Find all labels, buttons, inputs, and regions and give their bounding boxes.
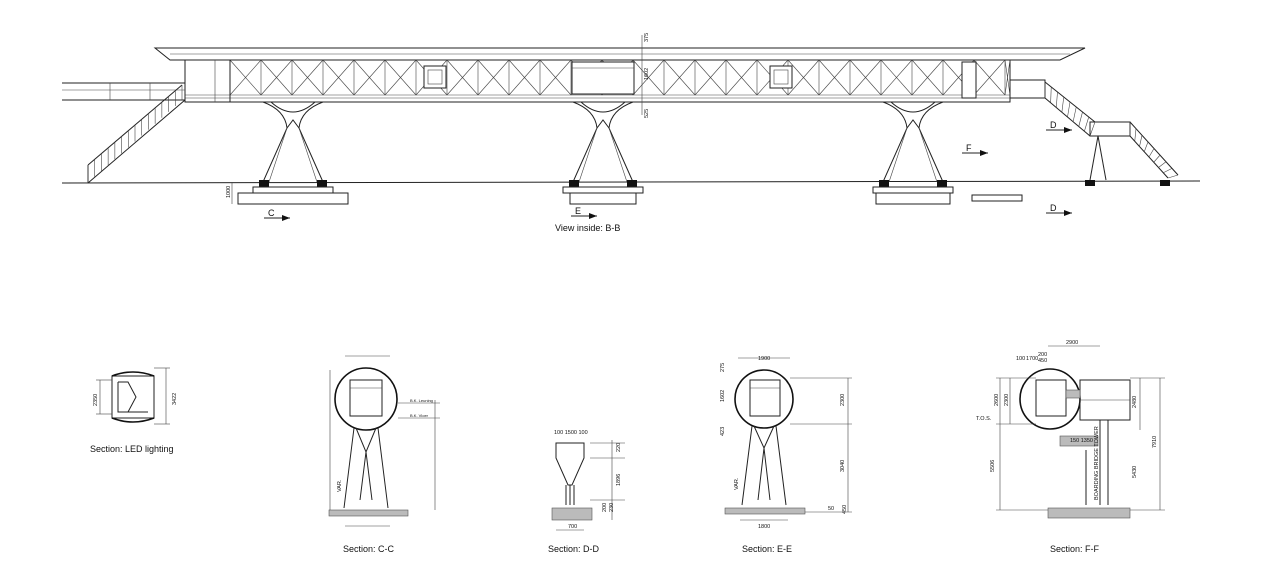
section-e-e: 1900 2300 3040 1602 423 275 1800 VAR. 50… (720, 356, 852, 554)
svg-text:VAR.: VAR. (734, 477, 740, 490)
section-title-cc: Section: C-C (343, 544, 395, 554)
dim-1000: 1000 (226, 186, 232, 198)
truss-bracing (229, 59, 1011, 96)
section-title-led: Section: LED lighting (90, 444, 174, 454)
section-title-ff: Section: F-F (1050, 544, 1100, 554)
svg-text:2300: 2300 (840, 394, 846, 406)
y-supports (237, 101, 954, 205)
svg-text:D: D (1050, 203, 1057, 213)
svg-text:E: E (575, 206, 581, 216)
section-marker-e: E (571, 206, 597, 219)
led-panel (769, 65, 793, 89)
truss-opening-center (571, 61, 635, 95)
svg-text:423: 423 (720, 427, 726, 436)
door (961, 61, 977, 99)
svg-text:1602: 1602 (720, 390, 726, 402)
svg-text:150 1350: 150 1350 (1070, 438, 1093, 444)
dim-375: 375 (644, 33, 650, 42)
section-marker-f: F (962, 143, 988, 156)
svg-text:220: 220 (616, 443, 622, 452)
svg-text:VAR.: VAR. (337, 479, 343, 492)
svg-text:C: C (268, 208, 275, 218)
svg-text:2350: 2350 (93, 394, 99, 406)
support-column (562, 101, 644, 205)
right-stair (1009, 79, 1179, 186)
section-f-f: 2900 100 1700 200 450 BOARDING BRIDGE TO… (976, 340, 1165, 554)
svg-text:200: 200 (602, 503, 608, 512)
svg-text:50: 50 (828, 506, 834, 512)
svg-text:T.O.S.: T.O.S. (976, 416, 992, 422)
svg-text:100: 100 (1016, 356, 1025, 362)
svg-text:1896: 1896 (616, 474, 622, 486)
bridge-elevation: 375 1602 525 1000 C E D F D (61, 33, 1201, 233)
svg-text:1800: 1800 (758, 524, 770, 530)
view-label: View inside: B-B (555, 223, 620, 233)
svg-text:5506: 5506 (990, 460, 996, 472)
section-c-c: B.K. Leuning B.K. Vloer VAR. Section: C-… (328, 355, 440, 554)
svg-text:B.K. Vloer: B.K. Vloer (410, 413, 429, 418)
svg-text:200: 200 (1038, 352, 1047, 358)
svg-text:2480: 2480 (1132, 396, 1138, 408)
svg-text:5430: 5430 (1132, 466, 1138, 478)
svg-text:700: 700 (568, 524, 577, 530)
svg-text:275: 275 (720, 363, 726, 372)
svg-text:3040: 3040 (840, 460, 846, 472)
svg-text:1700: 1700 (1026, 356, 1038, 362)
svg-text:B.K. Leuning: B.K. Leuning (410, 398, 433, 403)
section-title-dd: Section: D-D (548, 544, 600, 554)
svg-text:450: 450 (842, 505, 848, 514)
svg-text:F: F (966, 143, 972, 153)
section-led-lighting: 2350 3422 Section: LED lighting (90, 367, 178, 454)
svg-text:D: D (1050, 120, 1057, 130)
svg-text:1900: 1900 (758, 356, 770, 362)
support-column (237, 101, 349, 205)
svg-text:2900: 2900 (1066, 340, 1078, 346)
svg-text:100 1500 100: 100 1500 100 (554, 430, 588, 436)
svg-text:230: 230 (609, 503, 615, 512)
svg-text:2300: 2300 (1004, 394, 1010, 406)
section-marker-c: C (264, 208, 290, 221)
support-column (872, 101, 954, 205)
svg-text:2600: 2600 (994, 394, 1000, 406)
left-stair (62, 82, 186, 184)
section-marker-d-top: D (1046, 120, 1072, 133)
section-marker-d-bottom: D (1046, 203, 1072, 216)
section-title-ee: Section: E-E (742, 544, 792, 554)
dim-525: 525 (644, 109, 650, 118)
svg-text:7910: 7910 (1152, 436, 1158, 448)
svg-text:3422: 3422 (172, 393, 178, 405)
section-d-d: 100 1500 100 220 1896 200 230 700 Sectio… (548, 430, 625, 554)
svg-text:BOARDING BRIDGE TOWER: BOARDING BRIDGE TOWER (1094, 426, 1100, 500)
dim-1602: 1602 (644, 68, 650, 80)
svg-text:450: 450 (1038, 358, 1047, 364)
led-panel (423, 65, 447, 89)
